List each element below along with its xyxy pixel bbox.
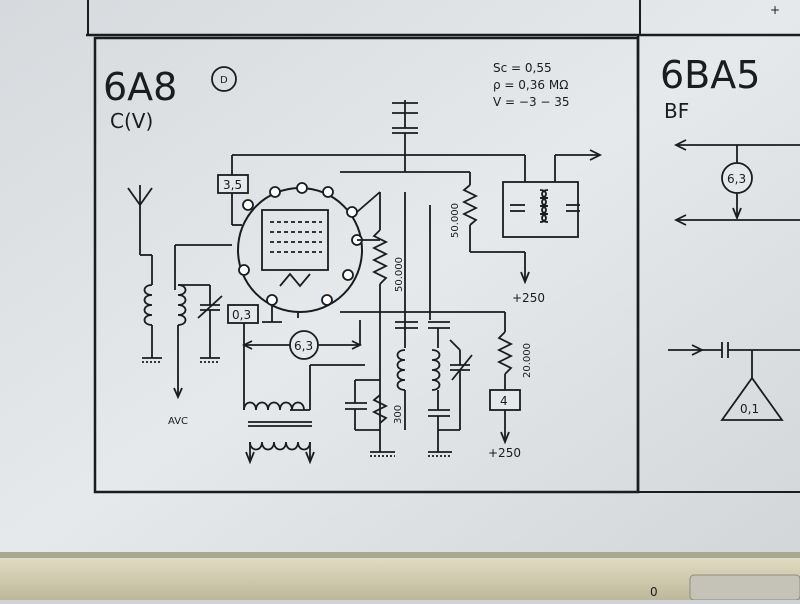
- marker-label: D: [220, 75, 228, 86]
- right-function-label: BF: [664, 99, 689, 123]
- param-rho: ρ = 0,36 MΩ: [493, 78, 568, 92]
- resistor-plate-label: 50.000: [450, 203, 461, 238]
- resistor-osc-label: 20.000: [522, 343, 533, 378]
- heater-box-top-label: 3,5: [223, 178, 242, 192]
- heater-voltage-label: 6,3: [294, 339, 313, 353]
- heater-box-left-label: 0,3: [232, 308, 251, 322]
- circuit-wiring: [127, 100, 603, 465]
- supply-bottom-label: +250: [488, 446, 521, 460]
- right-heater-circle: [721, 162, 753, 194]
- keyboard-mark: 0: [650, 585, 658, 599]
- right-box-label: 4: [500, 394, 508, 408]
- keyboard-key: [689, 574, 800, 601]
- resistor-cathode-label: 300: [393, 405, 404, 424]
- right-triangle-label: 0,1: [740, 402, 759, 416]
- paper: [0, 0, 800, 560]
- resistor-screen-label: 50.000: [394, 257, 405, 292]
- tube-label-6a8: 6A8: [103, 65, 177, 109]
- param-v: V = −3 − 35: [493, 95, 570, 109]
- param-sc: Sc = 0,55: [493, 61, 552, 75]
- heater-box-left: [227, 304, 259, 324]
- right-box: [489, 389, 521, 411]
- right-heater-label: 6,3: [727, 172, 746, 186]
- tube-label-6ba5: 6BA5: [660, 53, 760, 97]
- marker-circle: [211, 66, 237, 92]
- keyboard-edge: [0, 555, 800, 600]
- avc-label: AVC: [168, 416, 188, 427]
- supply-top-label: +250: [512, 291, 545, 305]
- heater-box-top: [217, 174, 249, 194]
- function-label: C(V): [110, 109, 153, 133]
- right-circuit: [668, 139, 800, 421]
- heater-voltage-circle: [289, 330, 319, 360]
- corner-mark: +: [770, 3, 780, 17]
